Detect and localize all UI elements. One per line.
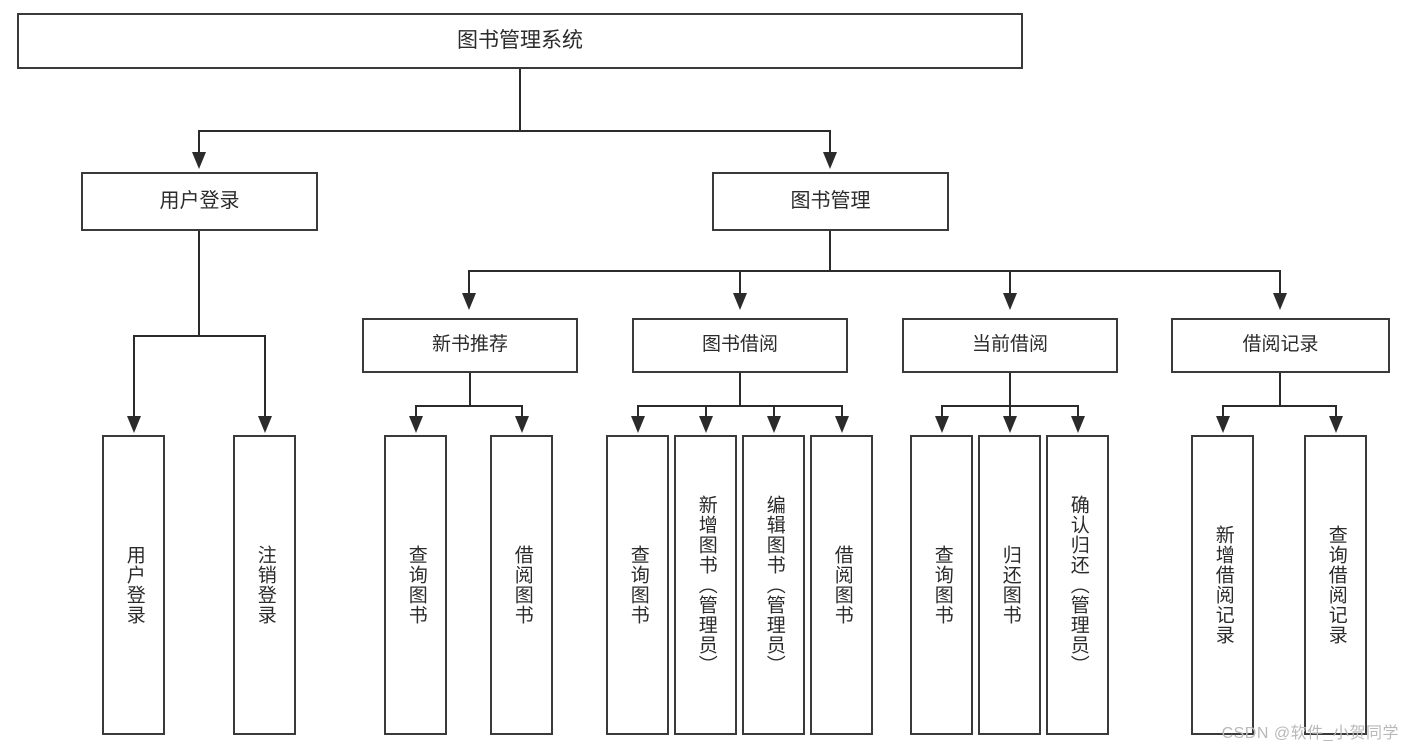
node-label: 注销登录 <box>254 545 276 625</box>
node-label: 新书推荐 <box>431 334 508 356</box>
connector-ul-leaf2 <box>264 335 266 418</box>
connector-nbr-stem <box>469 373 471 406</box>
arrowhead-bb-l2 <box>699 416 713 433</box>
connector-cb-l3 <box>1077 405 1079 418</box>
node-label: 借阅图书 <box>511 545 533 625</box>
leaf-cb-return-book[interactable]: 归还图书 <box>978 435 1041 735</box>
arrowhead-user-login <box>192 152 206 169</box>
node-label: 新增图书（管理员） <box>695 495 717 675</box>
node-label: 用户登录 <box>159 189 240 212</box>
connector-cb-stem <box>1009 373 1011 406</box>
connector-nbr-l2 <box>521 405 523 418</box>
node-book-management[interactable]: 图书管理 <box>712 172 949 231</box>
connector-root-bus <box>198 130 831 132</box>
connector-bb-stem <box>739 373 741 406</box>
node-new-book-recommend[interactable]: 新书推荐 <box>362 318 578 373</box>
node-label: 新增借阅记录 <box>1212 525 1234 645</box>
arrowhead-cb-l3 <box>1071 416 1085 433</box>
connector-bb-l2 <box>705 405 707 418</box>
connector-bb-l3 <box>773 405 775 418</box>
node-label: 确认归还（管理员） <box>1067 495 1089 675</box>
arrowhead-nbr-l2 <box>515 416 529 433</box>
connector-br-bus <box>1222 405 1337 407</box>
leaf-bb-edit-book-admin[interactable]: 编辑图书（管理员） <box>742 435 805 735</box>
connector-book-manage-bus <box>468 270 1281 272</box>
node-label: 借阅记录 <box>1242 334 1319 356</box>
connector-br-l2 <box>1335 405 1337 418</box>
node-label: 编辑图书（管理员） <box>763 495 785 675</box>
leaf-nbr-query-book[interactable]: 查询图书 <box>384 435 447 735</box>
node-user-login[interactable]: 用户登录 <box>81 172 318 231</box>
leaf-user-login-logout[interactable]: 注销登录 <box>233 435 296 735</box>
leaf-user-login-login[interactable]: 用户登录 <box>102 435 165 735</box>
node-label: 图书借阅 <box>701 334 778 356</box>
arrowhead-bb-l4 <box>835 416 849 433</box>
node-label: 归还图书 <box>999 545 1021 625</box>
leaf-bb-add-book-admin[interactable]: 新增图书（管理员） <box>674 435 737 735</box>
node-label: 查询借阅记录 <box>1325 525 1347 645</box>
node-current-borrow[interactable]: 当前借阅 <box>902 318 1118 373</box>
leaf-cb-confirm-return-admin[interactable]: 确认归还（管理员） <box>1046 435 1109 735</box>
node-label: 查询图书 <box>405 545 427 625</box>
arrowhead-cb-l2 <box>1003 416 1017 433</box>
connector-br-l1 <box>1222 405 1224 418</box>
connector-book-manage-stem <box>829 231 831 272</box>
connector-bb-l1 <box>637 405 639 418</box>
connector-bb-bus <box>637 405 843 407</box>
leaf-nbr-borrow-book[interactable]: 借阅图书 <box>490 435 553 735</box>
node-label: 当前借阅 <box>971 334 1048 356</box>
connector-br-stem <box>1279 373 1281 406</box>
arrowhead-bb-l1 <box>631 416 645 433</box>
connector-nbr-bus <box>415 405 523 407</box>
connector-ul-leaf1 <box>133 335 135 418</box>
connector-bm-c1 <box>468 270 470 295</box>
node-label: 用户登录 <box>123 545 145 625</box>
connector-bm-c2 <box>739 270 741 295</box>
connector-nbr-l1 <box>415 405 417 418</box>
arrowhead-bb-l3 <box>767 416 781 433</box>
connector-user-login-stem <box>198 231 200 336</box>
connector-root-stem <box>519 69 521 131</box>
connector-cb-l2 <box>1009 405 1011 418</box>
connector-root-to-book-manage <box>829 130 831 154</box>
node-label: 查询图书 <box>931 545 953 625</box>
node-book-borrow[interactable]: 图书借阅 <box>632 318 848 373</box>
arrowhead-ul-leaf2 <box>258 416 272 433</box>
leaf-br-query-record[interactable]: 查询借阅记录 <box>1304 435 1367 735</box>
leaf-cb-query-book[interactable]: 查询图书 <box>910 435 973 735</box>
node-label: 查询图书 <box>627 545 649 625</box>
node-root-system[interactable]: 图书管理系统 <box>17 13 1023 69</box>
node-label: 图书管理 <box>790 189 871 212</box>
leaf-bb-query-book[interactable]: 查询图书 <box>606 435 669 735</box>
node-borrow-record[interactable]: 借阅记录 <box>1171 318 1390 373</box>
connector-root-to-user-login <box>198 130 200 154</box>
arrowhead-br-l1 <box>1216 416 1230 433</box>
connector-bb-l4 <box>841 405 843 418</box>
arrowhead-nbr-l1 <box>409 416 423 433</box>
connector-bm-c4 <box>1279 270 1281 295</box>
connector-user-login-bus <box>133 335 266 337</box>
leaf-bb-borrow-book[interactable]: 借阅图书 <box>810 435 873 735</box>
connector-cb-l1 <box>941 405 943 418</box>
arrowhead-cb-l1 <box>935 416 949 433</box>
arrowhead-current-borrow <box>1003 293 1017 310</box>
node-label: 借阅图书 <box>831 545 853 625</box>
arrowhead-new-book-recommend <box>462 293 476 310</box>
arrowhead-borrow-record <box>1273 293 1287 310</box>
leaf-br-add-record[interactable]: 新增借阅记录 <box>1191 435 1254 735</box>
arrowhead-book-borrow <box>733 293 747 310</box>
connector-bm-c3 <box>1009 270 1011 295</box>
node-label: 图书管理系统 <box>457 28 583 52</box>
arrowhead-book-manage <box>823 152 837 169</box>
arrowhead-br-l2 <box>1329 416 1343 433</box>
arrowhead-ul-leaf1 <box>127 416 141 433</box>
